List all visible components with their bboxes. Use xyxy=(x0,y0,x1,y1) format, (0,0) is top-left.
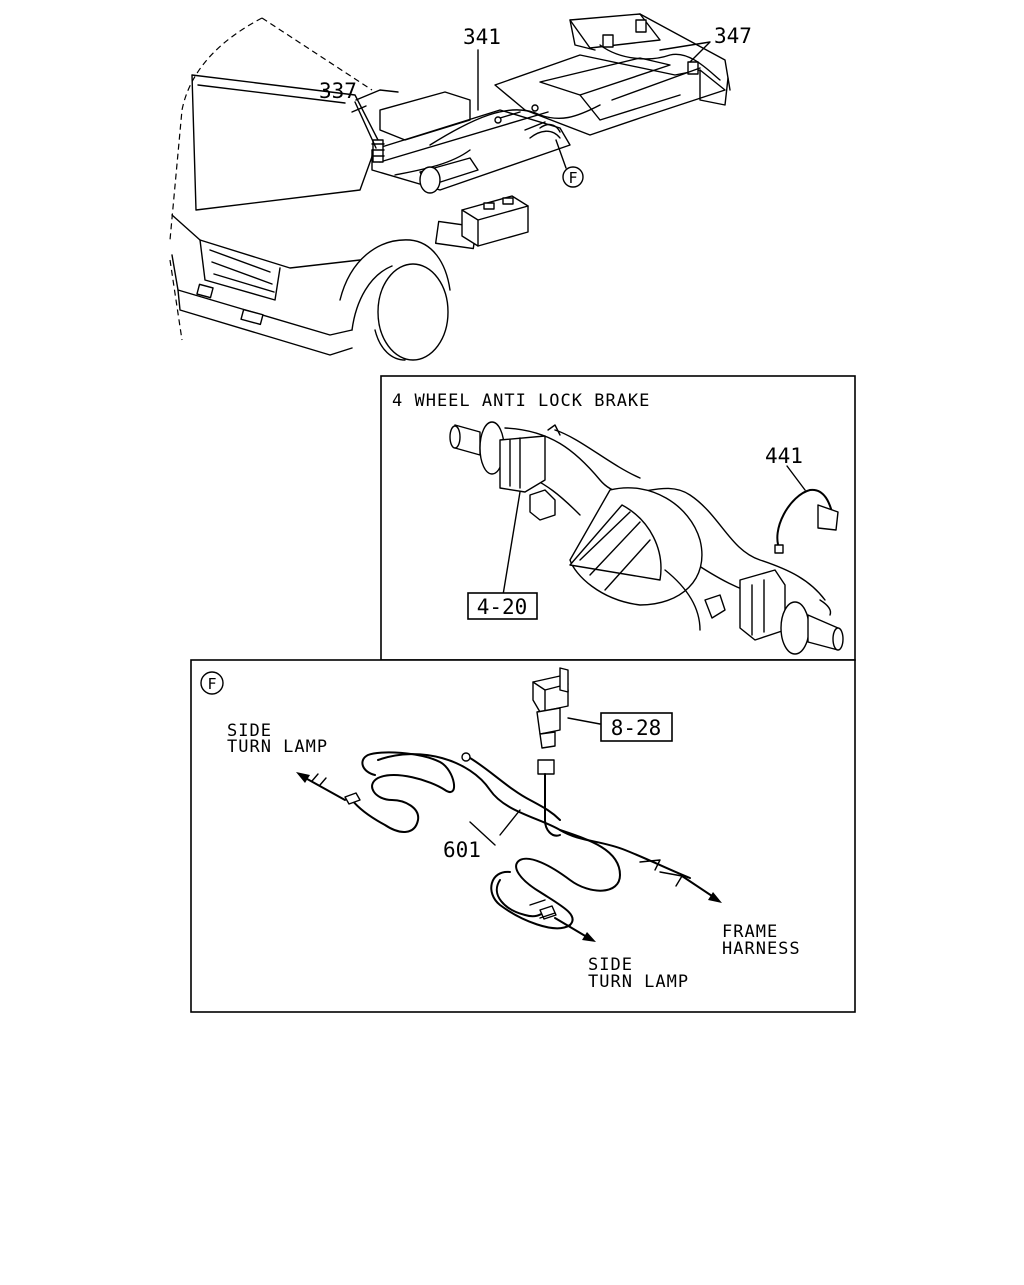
arrow-left-side-turn-lamp xyxy=(296,772,346,801)
leader-601 xyxy=(469,809,521,846)
detail-marker-f: F xyxy=(562,166,584,188)
leader-347 xyxy=(659,41,711,63)
detail-f-marker: F xyxy=(200,671,224,695)
leader-8-28 xyxy=(567,717,601,725)
callout-601: 601 xyxy=(443,838,481,862)
svg-text:F: F xyxy=(207,675,216,693)
callout-337: 337 xyxy=(319,79,357,103)
wiring-harness-601 xyxy=(344,751,691,930)
svg-text:F: F xyxy=(568,169,577,187)
callout-441: 441 xyxy=(765,444,803,468)
leader-4-20 xyxy=(502,491,521,596)
leader-337 xyxy=(354,101,377,149)
abs-panel: 4 WHEEL ANTI LOCK BRAKE xyxy=(380,375,856,661)
label-side-turn-lamp-left-2: TURN LAMP xyxy=(227,737,328,757)
label-frame-harness-2: HARNESS xyxy=(722,939,801,959)
label-side-turn-lamp-bottom-1: SIDE xyxy=(588,955,633,975)
detail-f-panel: F 8-28 xyxy=(190,659,856,1013)
detail-f-frame xyxy=(190,659,856,1013)
leader-441 xyxy=(786,465,806,491)
callout-341: 341 xyxy=(463,25,501,49)
ref-box-4-20 xyxy=(467,592,538,620)
label-side-turn-lamp-left-1: SIDE xyxy=(227,721,272,741)
callout-347: 347 xyxy=(714,24,752,48)
relay-illustration xyxy=(532,667,569,775)
label-side-turn-lamp-bottom-2: TURN LAMP xyxy=(588,972,689,992)
rear-axle-illustration xyxy=(449,421,844,655)
ref-box-8-28 xyxy=(600,712,673,742)
ref-4-20: 4-20 xyxy=(477,595,528,619)
abs-panel-title: 4 WHEEL ANTI LOCK BRAKE xyxy=(392,391,650,411)
leader-f xyxy=(555,139,567,169)
truck-cab-illustration xyxy=(169,13,731,361)
ref-8-28: 8-28 xyxy=(611,716,662,740)
label-frame-harness-1: FRAME xyxy=(722,922,778,942)
arrow-bottom-side-turn-lamp xyxy=(554,917,596,942)
arrow-frame-harness xyxy=(681,875,722,903)
